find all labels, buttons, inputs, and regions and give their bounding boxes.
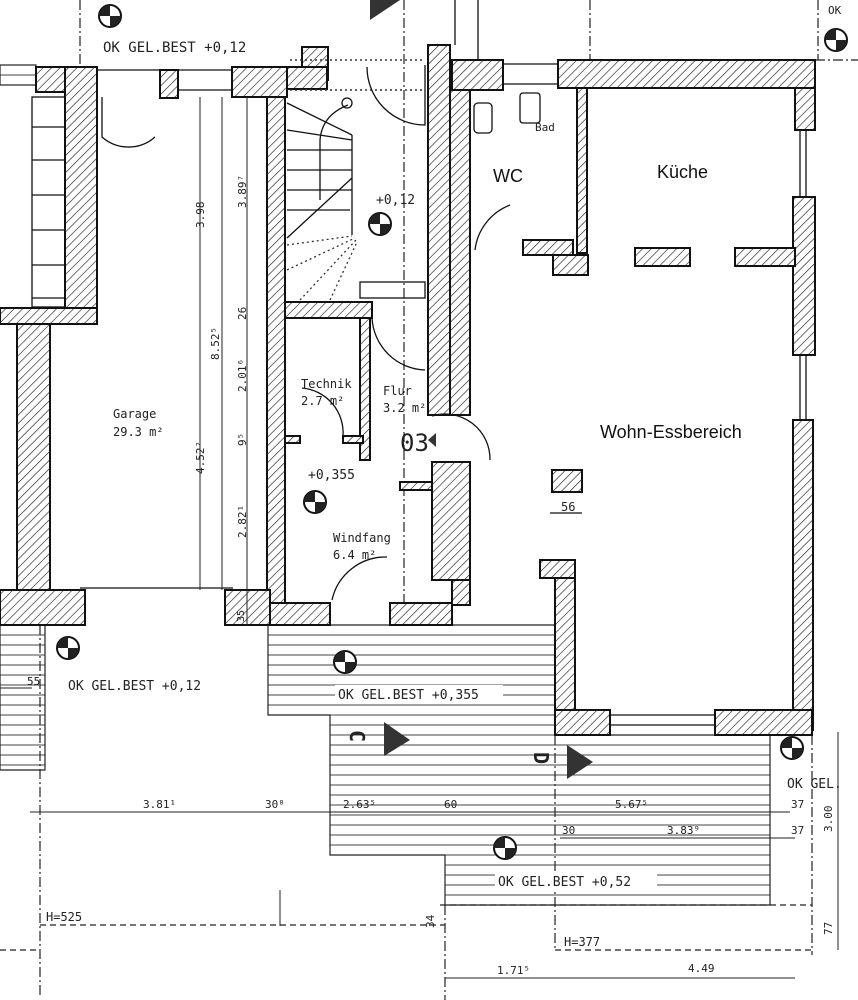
door-flur bbox=[371, 317, 426, 371]
room-wohn-name: Wohn-Essbereich bbox=[600, 422, 742, 442]
dim-label: 60 bbox=[444, 798, 457, 811]
toilet bbox=[519, 92, 541, 124]
door-wc bbox=[474, 204, 511, 251]
dim-label: 3.81¹ bbox=[143, 798, 176, 811]
dim-label: 55 bbox=[27, 675, 40, 688]
room-technik-name: Technik bbox=[301, 377, 352, 391]
level-marker-icon bbox=[303, 490, 327, 514]
dim-label: 8.52⁵ bbox=[209, 327, 222, 360]
dimension-labels: 3.98 3.89⁷ 26 8.52⁵ 2.01⁶ 9⁵ 4.52² 2.82¹… bbox=[27, 175, 835, 977]
section-d-label: D bbox=[529, 752, 553, 764]
sink bbox=[473, 102, 493, 134]
elevation-garage-front: OK GEL.BEST +0,12 bbox=[68, 679, 201, 694]
dim-label: 77 bbox=[822, 922, 835, 935]
details bbox=[31, 0, 807, 726]
level-marker-icon bbox=[493, 836, 517, 860]
dim-label: 2.82¹ bbox=[236, 505, 249, 538]
room-garage-name: Garage bbox=[113, 407, 156, 421]
door-entrance bbox=[431, 413, 491, 461]
elevation-terrace-back: OK GEL.BEST +0,52 bbox=[498, 875, 631, 890]
dim-label: 3.00 bbox=[822, 806, 835, 833]
elevation-right-edge: OK GEL. bbox=[787, 777, 842, 792]
chimney bbox=[551, 469, 583, 493]
section-markers: C D bbox=[345, 0, 593, 779]
dim-label: 3.83⁹ bbox=[667, 824, 700, 837]
room-flur-name: Flur bbox=[383, 384, 412, 398]
staircase bbox=[286, 59, 426, 301]
room-windfang-area: 6.4 m² bbox=[333, 548, 376, 562]
dim-label: 3.89⁷ bbox=[236, 175, 249, 208]
elevation-stairs: +0,12 bbox=[376, 193, 415, 208]
level-marker-icon bbox=[368, 212, 392, 236]
entrance-number: 03 bbox=[400, 429, 429, 457]
door-garage bbox=[101, 97, 156, 148]
dim-label: 1.71⁵ bbox=[497, 964, 530, 977]
room-flur-area: 3.2 m² bbox=[383, 401, 426, 415]
terrace-areas bbox=[0, 64, 771, 906]
level-marker-icon bbox=[780, 736, 804, 760]
walls bbox=[0, 44, 816, 736]
elevation-top-right: OK bbox=[828, 4, 842, 17]
section-arrow-d-icon bbox=[567, 745, 593, 779]
level-marker-icon bbox=[98, 4, 122, 28]
door-stair bbox=[366, 65, 426, 126]
room-kueche-name: Küche bbox=[657, 162, 708, 182]
dim-label: 2.63⁵ bbox=[343, 798, 376, 811]
height-left: H=525 bbox=[46, 910, 82, 924]
elevation-labels: OK GEL.BEST +0,12 +0,12 +0,355 OK GEL.BE… bbox=[46, 4, 842, 949]
dim-label: 5.67⁵ bbox=[615, 798, 648, 811]
dim-label: 26 bbox=[236, 307, 249, 320]
chimney-label: 56 bbox=[561, 500, 575, 514]
dim-label: 30⁸ bbox=[265, 798, 285, 811]
section-arrow-c-icon bbox=[384, 722, 410, 756]
room-wc-name: WC bbox=[493, 166, 523, 186]
level-marker-icon bbox=[56, 636, 80, 660]
dim-label: 37 bbox=[791, 798, 804, 811]
room-bad-name: Bad bbox=[535, 121, 555, 134]
dim-label: 37 bbox=[791, 824, 804, 837]
level-marker-icon bbox=[333, 650, 357, 674]
room-technik-area: 2.7 m² bbox=[301, 394, 344, 408]
dim-label: 34 bbox=[424, 914, 437, 928]
elevation-terrace-front: OK GEL.BEST +0,355 bbox=[338, 688, 479, 703]
room-garage-area: 29.3 m² bbox=[113, 425, 164, 439]
dim-label: 4.52² bbox=[194, 441, 207, 474]
section-c-label: C bbox=[345, 730, 369, 742]
dimension-lines bbox=[0, 97, 839, 979]
level-marker-icon bbox=[824, 28, 848, 52]
elevation-windfang: +0,355 bbox=[308, 468, 355, 483]
dim-label: 2.01⁶ bbox=[236, 359, 249, 392]
section-arrow-top-icon bbox=[370, 0, 400, 20]
dim-label: 4.49 bbox=[688, 962, 715, 975]
door-technik bbox=[301, 387, 344, 437]
dim-label: 35 bbox=[236, 610, 247, 622]
dim-label: 9⁵ bbox=[236, 433, 249, 446]
room-labels: Garage 29.3 m² Technik 2.7 m² Flur 3.2 m… bbox=[113, 121, 742, 562]
elevation-top: OK GEL.BEST +0,12 bbox=[103, 40, 246, 56]
door-windfang bbox=[331, 556, 388, 601]
dim-label: 30 bbox=[562, 824, 575, 837]
room-windfang-name: Windfang bbox=[333, 531, 391, 545]
dim-label: 3.98 bbox=[194, 202, 207, 229]
height-right: H=377 bbox=[564, 935, 600, 949]
